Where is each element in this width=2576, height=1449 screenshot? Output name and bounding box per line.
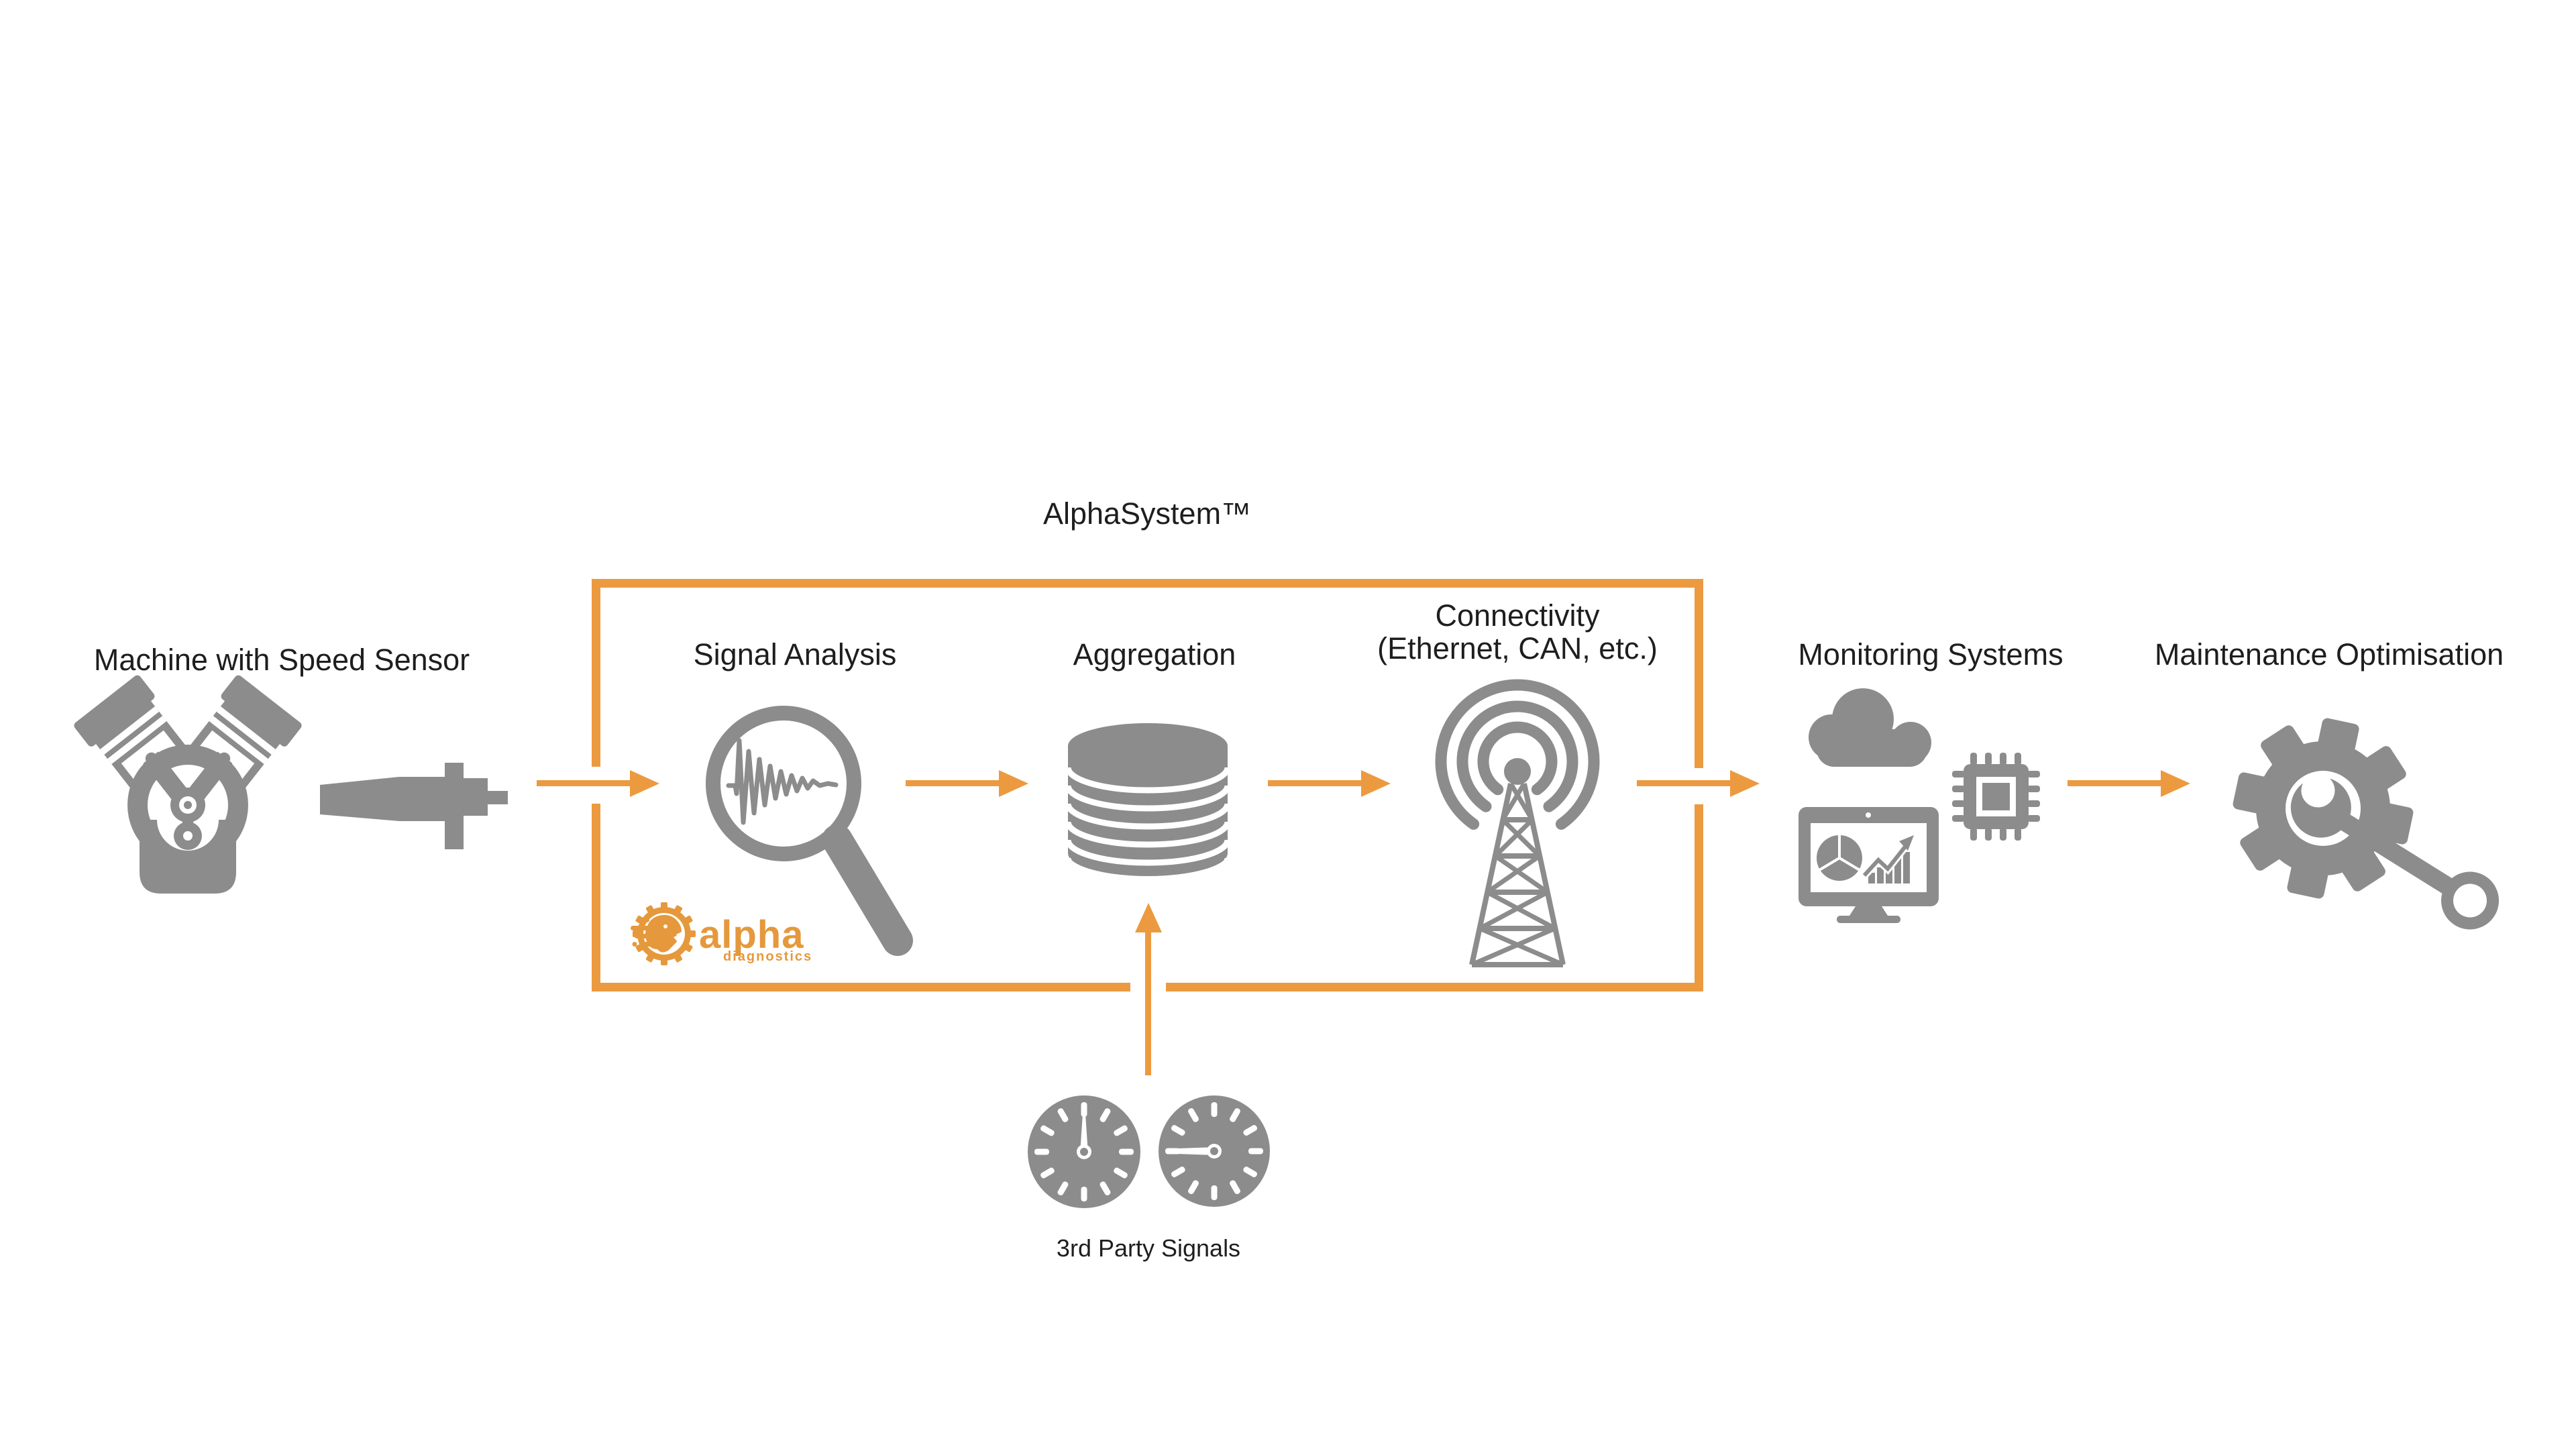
label-machine: Machine with Speed Sensor xyxy=(93,643,470,677)
logo-wordmark: alpha xyxy=(699,913,804,957)
arrow-signal-to-aggregation xyxy=(906,769,1028,797)
analytics-monitor-icon xyxy=(1799,807,1939,923)
third-party-gauges xyxy=(1028,1095,1270,1208)
label-connectivity: Connectivity (Ethernet, CAN, etc.) xyxy=(1377,599,1658,665)
arrow-monitoring-to-maintenance xyxy=(2068,769,2190,797)
arrow-machine-to-signal xyxy=(537,769,659,797)
label-aggregation: Aggregation xyxy=(1073,637,1236,672)
label-connectivity-line1: Connectivity xyxy=(1435,598,1600,633)
box-border-left-lower xyxy=(592,804,600,991)
box-border-left-upper xyxy=(592,579,600,767)
magnifier-waveform-icon xyxy=(706,706,913,956)
gauge-icon xyxy=(1028,1095,1140,1208)
label-connectivity-line2: (Ethernet, CAN, etc.) xyxy=(1377,631,1658,665)
microchip-icon xyxy=(1952,753,2040,841)
logo-gear-lion-icon xyxy=(631,902,696,965)
box-border-bottom-left xyxy=(592,983,1130,991)
label-signal-analysis: Signal Analysis xyxy=(693,637,897,672)
arrow-aggregation-to-connectivity xyxy=(1268,769,1391,797)
label-monitoring: Monitoring Systems xyxy=(1798,637,2063,672)
label-maintenance: Maintenance Optimisation xyxy=(2154,637,2504,672)
arrow-thirdparty-to-aggregation xyxy=(1134,903,1162,1075)
box-border-right-lower xyxy=(1695,804,1703,991)
gauge-icon xyxy=(1159,1095,1270,1207)
radio-tower-icon xyxy=(1435,679,1600,967)
label-third-party: 3rd Party Signals xyxy=(1056,1234,1241,1262)
box-border-bottom-right xyxy=(1166,983,1703,991)
gear-wrench-icon xyxy=(2233,718,2500,930)
system-title: AlphaSystem™ xyxy=(1042,496,1252,531)
alpha-diagnostics-logo: alpha diagnostics xyxy=(631,902,812,965)
box-border-right-upper xyxy=(1695,579,1703,768)
arrow-connectivity-to-monitoring xyxy=(1637,769,1760,797)
cloud-icon xyxy=(1809,688,1931,767)
database-stack-icon xyxy=(1065,723,1231,884)
box-border-top xyxy=(592,579,1703,588)
logo-subword: diagnostics xyxy=(723,949,812,964)
engine-icon xyxy=(74,675,302,894)
speed-sensor-icon xyxy=(320,763,508,849)
